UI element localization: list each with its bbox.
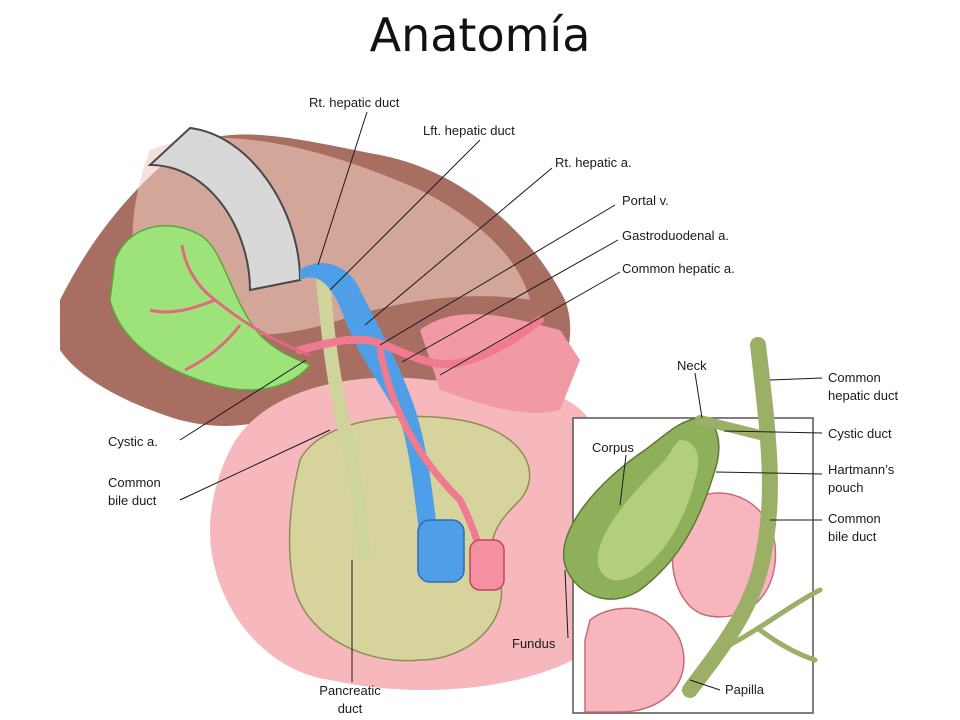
label-cystic-a: Cystic a.: [108, 434, 158, 449]
label-pancreatic-duct-line1: Pancreatic: [319, 683, 381, 698]
duodenum-upper: [420, 314, 580, 413]
label-portal-v: Portal v.: [622, 193, 669, 208]
label-lft-hepatic-duct: Lft. hepatic duct: [423, 123, 515, 138]
label-cystic-duct: Cystic duct: [828, 426, 892, 441]
label-gastroduodenal-a: Gastroduodenal a.: [622, 228, 729, 243]
label-hartmanns-pouch-line2: pouch: [828, 480, 863, 495]
inset-pancreatic-branches: [717, 587, 823, 663]
hepatic-artery: [296, 316, 544, 369]
label-papilla: Papilla: [725, 682, 765, 697]
inset-gallbladder-lumen: [597, 440, 699, 581]
label-hartmanns-pouch-line1: Hartmann’s: [828, 462, 895, 477]
artery-cut-end: [469, 539, 505, 591]
cystic-artery: [149, 244, 311, 372]
label-rt-hepatic-duct: Rt. hepatic duct: [309, 95, 400, 110]
label-common-hepatic-duct-line1: Common: [828, 370, 881, 385]
labels: Rt. hepatic duct Lft. hepatic duct Rt. h…: [108, 95, 898, 716]
inset-duodenum-lower: [584, 607, 685, 713]
main-illustration: [60, 126, 590, 690]
label-common-bile-duct-left-line1: Common: [108, 475, 161, 490]
portal-vein-cut-end: [417, 519, 465, 583]
leader-lines: [179, 111, 823, 691]
label-common-hepatic-a: Common hepatic a.: [622, 261, 735, 276]
label-fundus: Fundus: [512, 636, 556, 651]
slide-title: Anatomía: [369, 8, 591, 62]
label-common-bile-duct-right-line2: bile duct: [828, 529, 877, 544]
label-rt-hepatic-a: Rt. hepatic a.: [555, 155, 632, 170]
label-common-hepatic-duct-line2: hepatic duct: [828, 388, 898, 403]
label-pancreatic-duct-line2: duct: [338, 701, 363, 716]
label-corpus: Corpus: [592, 440, 634, 455]
inset-cystic-duct: [695, 415, 765, 440]
inset-detail: [562, 337, 823, 714]
inset-common-hepatic-duct: [682, 337, 778, 698]
label-common-bile-duct-right-line1: Common: [828, 511, 881, 526]
portal-vein: [300, 262, 438, 540]
gallbladder: [109, 225, 312, 391]
label-neck: Neck: [677, 358, 707, 373]
label-common-bile-duct-left-line2: bile duct: [108, 493, 157, 508]
